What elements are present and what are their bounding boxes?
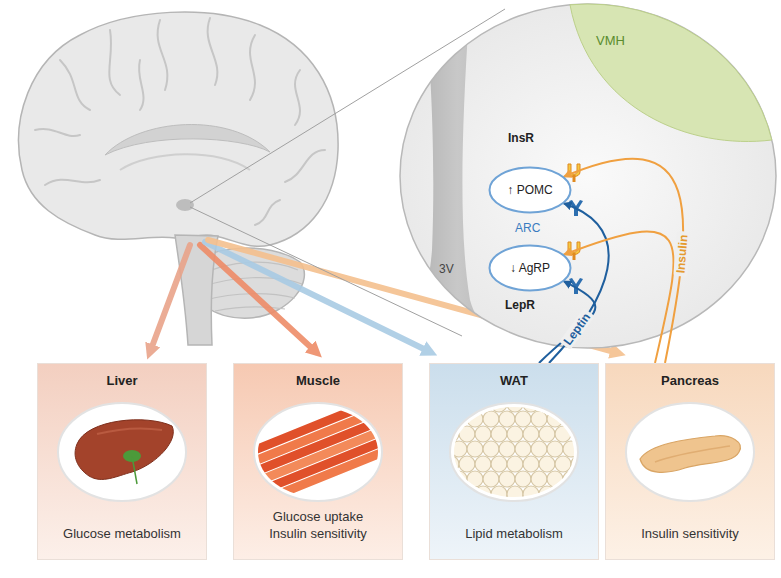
panel-title: WAT xyxy=(500,373,528,388)
organ-panel: MuscleGlucose uptake Insulin sensitivity xyxy=(233,363,403,560)
vmh-shape xyxy=(548,0,778,150)
panel-caption: Insulin sensitivity xyxy=(641,526,739,543)
receptor-label: InsR xyxy=(508,131,534,145)
organ-panel: WAT Lipid metabolism xyxy=(429,363,599,560)
organ-panel: LiverGlucose metabolism xyxy=(37,363,207,560)
edge-label: Insulin xyxy=(674,231,691,277)
region-label: ARC xyxy=(515,221,540,235)
vmh-region: VMH xyxy=(548,0,778,150)
cell-label: ↓ AgRP xyxy=(510,261,550,275)
panel-title: Pancreas xyxy=(661,373,719,388)
panel-caption: Glucose metabolism xyxy=(63,526,181,543)
connector xyxy=(539,281,595,363)
panel-title: Liver xyxy=(106,373,137,388)
agrp-neuron: ↓ AgRP xyxy=(488,244,572,292)
connector xyxy=(564,232,674,363)
panel-caption: Glucose uptake Insulin sensitivity xyxy=(257,509,379,543)
cell-text: ↓ AgRP xyxy=(510,261,550,275)
brain-drawing xyxy=(19,12,338,345)
organ-panel: PancreasInsulin sensitivity xyxy=(605,363,775,560)
cell-label: ↑ POMC xyxy=(507,183,552,197)
edge-label: Leptin xyxy=(559,308,595,350)
panel-caption: Lipid metabolism xyxy=(465,526,563,543)
leptin-receptor-symbol xyxy=(569,200,583,294)
receptor-label: LepR xyxy=(505,298,535,312)
region-label: VMH xyxy=(596,33,625,48)
panel-title: Muscle xyxy=(296,373,340,388)
region-label: 3V xyxy=(439,262,454,276)
cell-text: ↑ POMC xyxy=(507,183,552,197)
pomc-neuron: ↑ POMC xyxy=(488,166,572,214)
